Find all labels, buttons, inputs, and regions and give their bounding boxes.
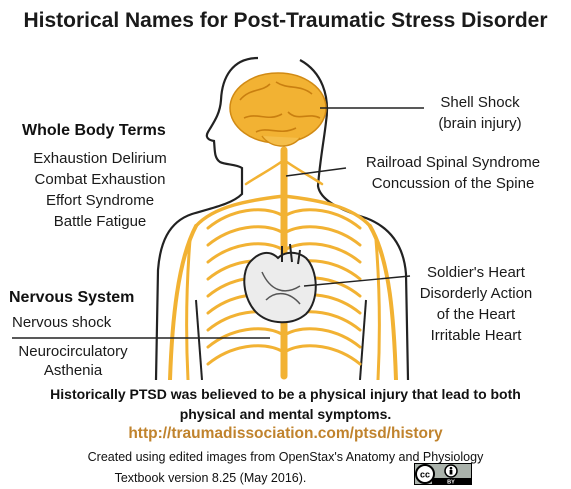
callout-line: (brain injury) [438, 115, 522, 132]
body-outline [154, 56, 259, 380]
diagram-title: Historical Names for Post-Traumatic Stre… [23, 9, 548, 32]
caption-line: Historically PTSD was believed to be a p… [50, 386, 521, 402]
nerve-branch [194, 194, 286, 228]
nerve-branch [368, 224, 398, 380]
heart-leader-line [303, 275, 411, 287]
nerve-branch [206, 327, 286, 349]
nerve-branch [185, 238, 192, 380]
left-arm-inner [195, 299, 203, 380]
term-item: Neurocirculatory [18, 343, 128, 360]
license-badge-text: BY [447, 480, 455, 486]
callout-line: of the Heart [436, 306, 516, 323]
nerve-branch [206, 344, 286, 366]
whole-body-heading: Whole Body Terms [22, 122, 166, 139]
right-arm-inner [359, 299, 367, 380]
by-person-icon [444, 464, 458, 478]
spine-callout: Railroad Spinal Syndrome Concussion of t… [346, 152, 560, 194]
spine-leader-line [285, 167, 347, 177]
term-item: Battle Fatigue [53, 213, 147, 230]
callout-line: Disorderly Action [419, 285, 533, 302]
term-item: Exhaustion Delirium [33, 150, 167, 167]
nerve-branch [282, 208, 362, 230]
body-outline-back [299, 59, 410, 380]
nerve-branch [282, 327, 362, 349]
nerve-branch [282, 225, 362, 247]
cc-icon: cc [415, 464, 435, 484]
heart [243, 243, 317, 324]
nervous-term-group: Neurocirculatory Asthenia [5, 341, 141, 380]
svg-text:cc: cc [420, 470, 430, 480]
nerve-branch [282, 344, 362, 366]
nerve-branch [244, 158, 286, 186]
credit-line: Textbook version 8.25 (May 2016). [114, 471, 307, 485]
nervous-term-item: Nervous shock [12, 314, 112, 331]
brain [229, 72, 327, 147]
term-item: Effort Syndrome [45, 192, 155, 209]
source-url-link[interactable]: http://traumadissociation.com/ptsd/histo… [128, 425, 443, 442]
term-item: Asthenia [43, 362, 103, 379]
caption-line: physical and mental symptoms. [179, 406, 392, 422]
credit-line: Created using edited images from OpenSta… [87, 450, 484, 464]
nerve-branch [206, 242, 286, 264]
whole-body-terms: Exhaustion Delirium Combat Exhaustion Ef… [14, 148, 186, 232]
nervous-system-heading: Nervous System [9, 289, 135, 306]
nerve-branch [206, 225, 286, 247]
callout-line: Irritable Heart [430, 327, 522, 344]
callout-line: Soldier's Heart [427, 264, 525, 281]
callout-line: Shell Shock [440, 94, 520, 111]
body-nervous-system-figure [12, 56, 424, 380]
term-item: Combat Exhaustion [34, 171, 166, 188]
nerve-branch [168, 224, 198, 380]
callout-line: Concussion of the Spine [371, 175, 535, 192]
nerve-branch [282, 194, 372, 228]
caption: Historically PTSD was believed to be a p… [0, 384, 571, 424]
nerve-branch [206, 208, 286, 230]
image-credit: Created using edited images from OpenSta… [0, 447, 571, 489]
brain-callout: Shell Shock (brain injury) [422, 92, 538, 134]
cc-by-license-badge[interactable]: cc BY [414, 463, 472, 485]
heart-callout: Soldier's Heart Disorderly Action of the… [406, 262, 546, 346]
nerve-branch [374, 238, 381, 380]
callout-line: Railroad Spinal Syndrome [365, 154, 541, 171]
